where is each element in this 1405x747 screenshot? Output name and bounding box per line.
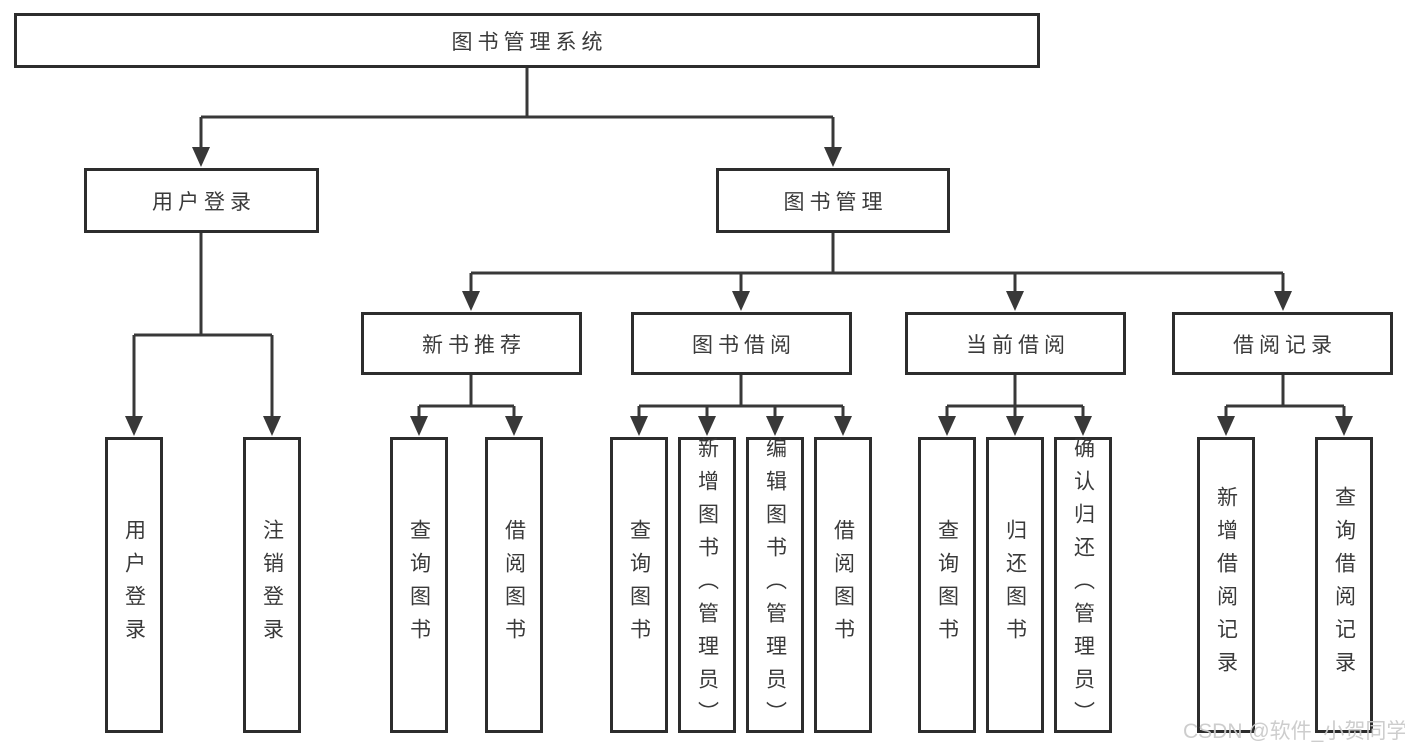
node-book-management: 图书管理 [716,168,950,233]
arrow-down-icon [1335,416,1353,436]
leaf-query-books-recommend: 查询图书 [390,437,448,733]
arrow-down-icon [938,416,956,436]
arrow-down-icon [824,147,842,167]
leaf-query-borrowing-record: 查询借阅记录 [1315,437,1373,733]
arrow-down-icon [1274,291,1292,311]
node-book-borrowing: 图书借阅 [631,312,852,375]
arrow-down-icon [1006,416,1024,436]
node-new-book-recommendation: 新书推荐 [361,312,582,375]
arrow-down-icon [192,147,210,167]
leaf-edit-books-admin: 编辑图书（管理员） [746,437,804,734]
tree-branch-lines [132,68,1346,420]
leaf-borrow-books: 借阅图书 [814,437,872,733]
arrow-down-icon [630,416,648,436]
csdn-watermark: CSDN @软件_小贺同学 [1183,720,1405,743]
arrow-down-icon [766,416,784,436]
arrow-down-icon [1006,291,1024,311]
leaf-confirm-return-admin: 确认归还（管理员） [1054,437,1112,734]
leaf-borrow-books-recommend: 借阅图书 [485,437,543,733]
arrow-down-icon [834,416,852,436]
leaf-logout: 注销登录 [243,437,301,733]
node-current-borrowing: 当前借阅 [905,312,1126,375]
arrow-down-icon [505,416,523,436]
leaf-add-borrowing-record: 新增借阅记录 [1197,437,1255,733]
arrow-down-icon [125,416,143,436]
leaf-query-books-borrowing: 查询图书 [610,437,668,733]
arrow-down-icon [410,416,428,436]
node-root-library-management-system: 图书管理系统 [14,13,1040,68]
leaf-add-books-admin: 新增图书（管理员） [678,437,736,734]
node-borrowing-records: 借阅记录 [1172,312,1393,375]
arrow-down-icon [263,416,281,436]
leaf-return-books: 归还图书 [986,437,1044,733]
arrow-down-icon [462,291,480,311]
arrow-down-icon [732,291,750,311]
arrowhead-icons [125,147,1353,436]
arrow-down-icon [1074,416,1092,436]
leaf-query-books-current: 查询图书 [918,437,976,733]
node-user-login: 用户登录 [84,168,319,233]
leaf-user-login: 用户登录 [105,437,163,733]
arrow-down-icon [698,416,716,436]
arrow-down-icon [1217,416,1235,436]
